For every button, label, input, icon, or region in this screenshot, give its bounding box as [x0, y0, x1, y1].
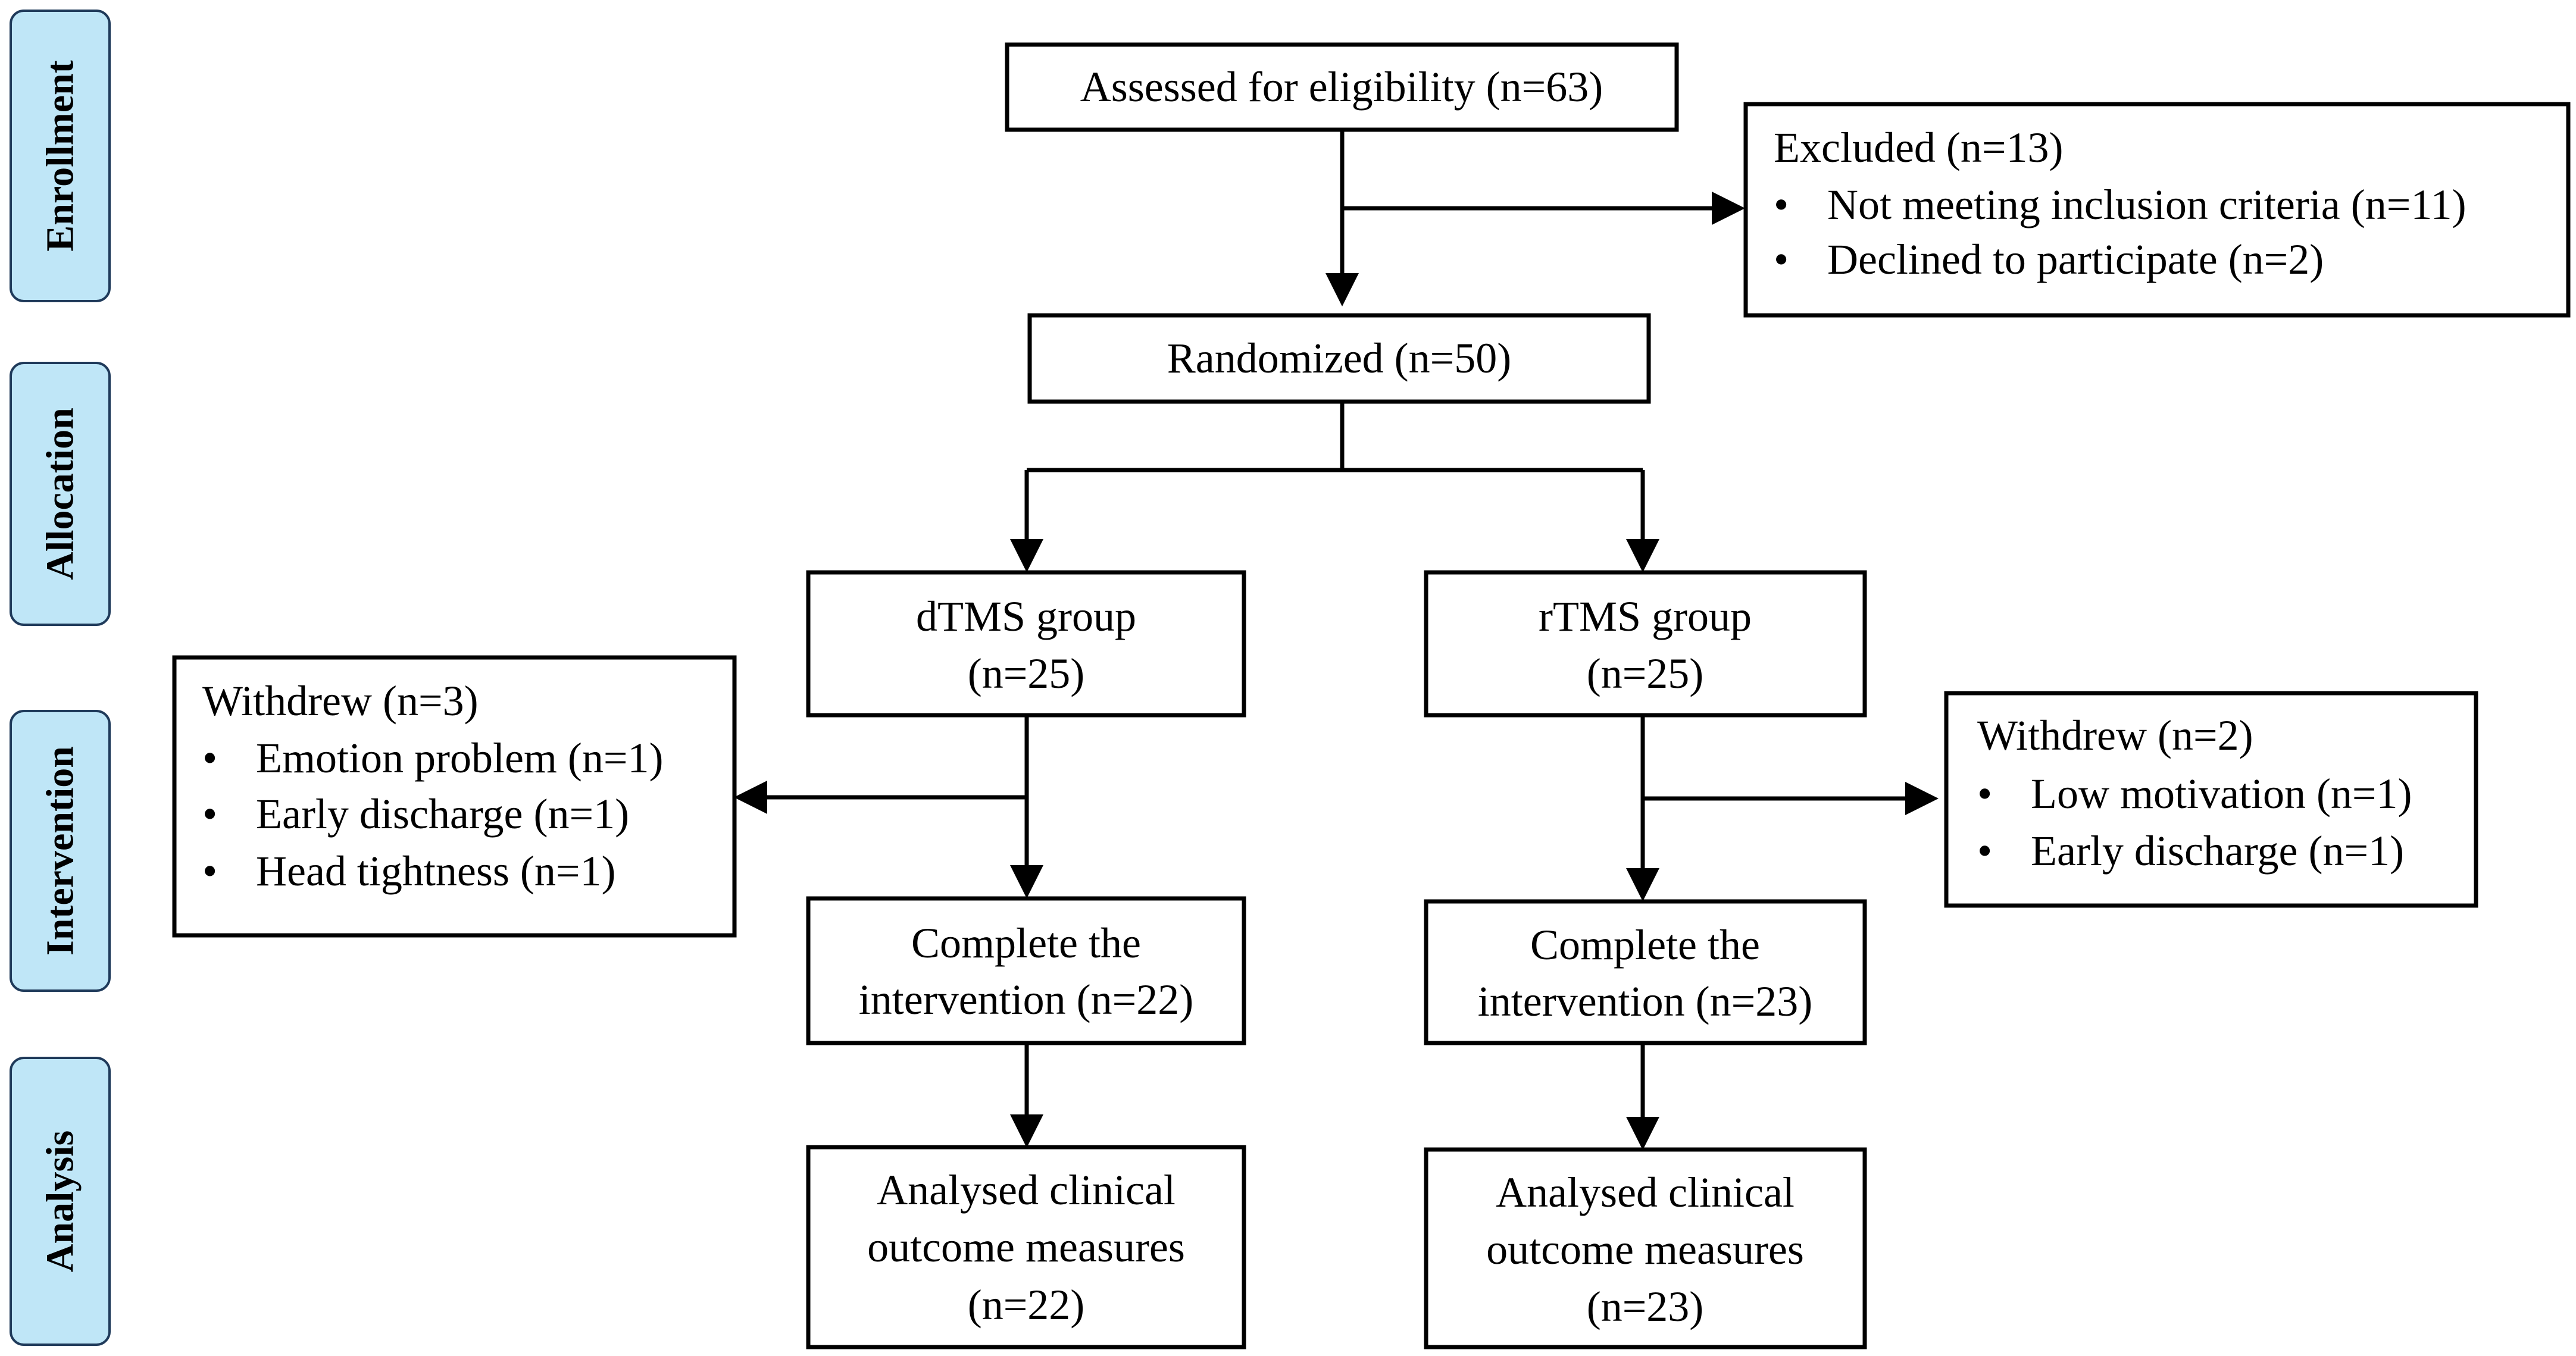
- dtms-analysed-line-3: (n=22): [968, 1281, 1085, 1329]
- excluded-box: Excluded (n=13) • Not meeting inclusion …: [1743, 102, 2571, 318]
- rtms-group-box: rTMS group (n=25): [1424, 570, 1867, 718]
- dtms-withdrew-bullet-1: •: [202, 734, 217, 782]
- rtms-analysed-line-3: (n=23): [1587, 1283, 1704, 1330]
- dtms-withdrew-title: Withdrew (n=3): [202, 677, 479, 725]
- dtms-group-box: dTMS group (n=25): [806, 570, 1246, 718]
- randomized-text: Randomized (n=50): [1167, 334, 1511, 382]
- rtms-analysed-box: Analysed clinical outcome measures (n=23…: [1424, 1147, 1867, 1349]
- dtms-complete-line-1: Complete the: [911, 919, 1141, 967]
- stage-intervention-label: Intervention: [39, 746, 82, 956]
- rtms-withdrew-title: Withdrew (n=2): [1977, 712, 2253, 759]
- rtms-withdrew-box: Withdrew (n=2) • Low motivation (n=1) • …: [1944, 691, 2478, 908]
- randomized-box: Randomized (n=50): [1027, 313, 1651, 404]
- stage-analysis: Analysis: [10, 1057, 111, 1346]
- stage-intervention: Intervention: [10, 710, 111, 992]
- rtms-analysed-line-1: Analysed clinical: [1496, 1169, 1795, 1216]
- rtms-complete-line-1: Complete the: [1530, 921, 1760, 969]
- rtms-analysed-line-2: outcome measures: [1486, 1226, 1804, 1273]
- excluded-title: Excluded (n=13): [1774, 124, 2063, 171]
- stage-enrollment-label: Enrollment: [39, 60, 82, 251]
- rtms-withdrew-item-2: Early discharge (n=1): [2031, 827, 2404, 875]
- dtms-withdrew-item-1: Emotion problem (n=1): [256, 734, 664, 782]
- dtms-analysed-line-2: outcome measures: [867, 1223, 1185, 1271]
- dtms-withdrew-item-2: Early discharge (n=1): [256, 790, 629, 838]
- excluded-item-2: Declined to participate (n=2): [1827, 236, 2324, 283]
- dtms-complete-line-2: intervention (n=22): [859, 976, 1193, 1023]
- dtms-analysed-box: Analysed clinical outcome measures (n=22…: [806, 1145, 1246, 1349]
- excluded-bullet-1: •: [1774, 181, 1789, 228]
- dtms-group-name: dTMS group: [916, 593, 1136, 640]
- dtms-withdrew-bullet-2: •: [202, 790, 217, 838]
- rtms-withdrew-item-1: Low motivation (n=1): [2031, 770, 2412, 818]
- assessed-box: Assessed for eligibility (n=63): [1005, 42, 1679, 132]
- rtms-complete-line-2: intervention (n=23): [1478, 978, 1812, 1025]
- stage-allocation-label: Allocation: [39, 408, 82, 580]
- stage-allocation: Allocation: [10, 362, 111, 626]
- assessed-text: Assessed for eligibility (n=63): [1080, 63, 1603, 111]
- stage-analysis-label: Analysis: [39, 1130, 82, 1272]
- stage-enrollment: Enrollment: [10, 10, 111, 302]
- excluded-bullet-2: •: [1774, 236, 1789, 283]
- rtms-group-count: (n=25): [1587, 650, 1704, 697]
- rtms-group-name: rTMS group: [1539, 593, 1752, 640]
- dtms-withdrew-box: Withdrew (n=3) • Emotion problem (n=1) •…: [172, 655, 737, 938]
- dtms-complete-box: Complete the intervention (n=22): [806, 896, 1246, 1045]
- excluded-item-1: Not meeting inclusion criteria (n=11): [1827, 181, 2466, 228]
- rtms-complete-box: Complete the intervention (n=23): [1424, 899, 1867, 1045]
- dtms-withdrew-bullet-3: •: [202, 847, 217, 895]
- dtms-group-count: (n=25): [968, 650, 1085, 697]
- rtms-withdrew-bullet-1: •: [1977, 770, 1992, 818]
- dtms-analysed-line-1: Analysed clinical: [877, 1166, 1176, 1214]
- dtms-withdrew-item-3: Head tightness (n=1): [256, 847, 615, 895]
- rtms-withdrew-bullet-2: •: [1977, 827, 1992, 875]
